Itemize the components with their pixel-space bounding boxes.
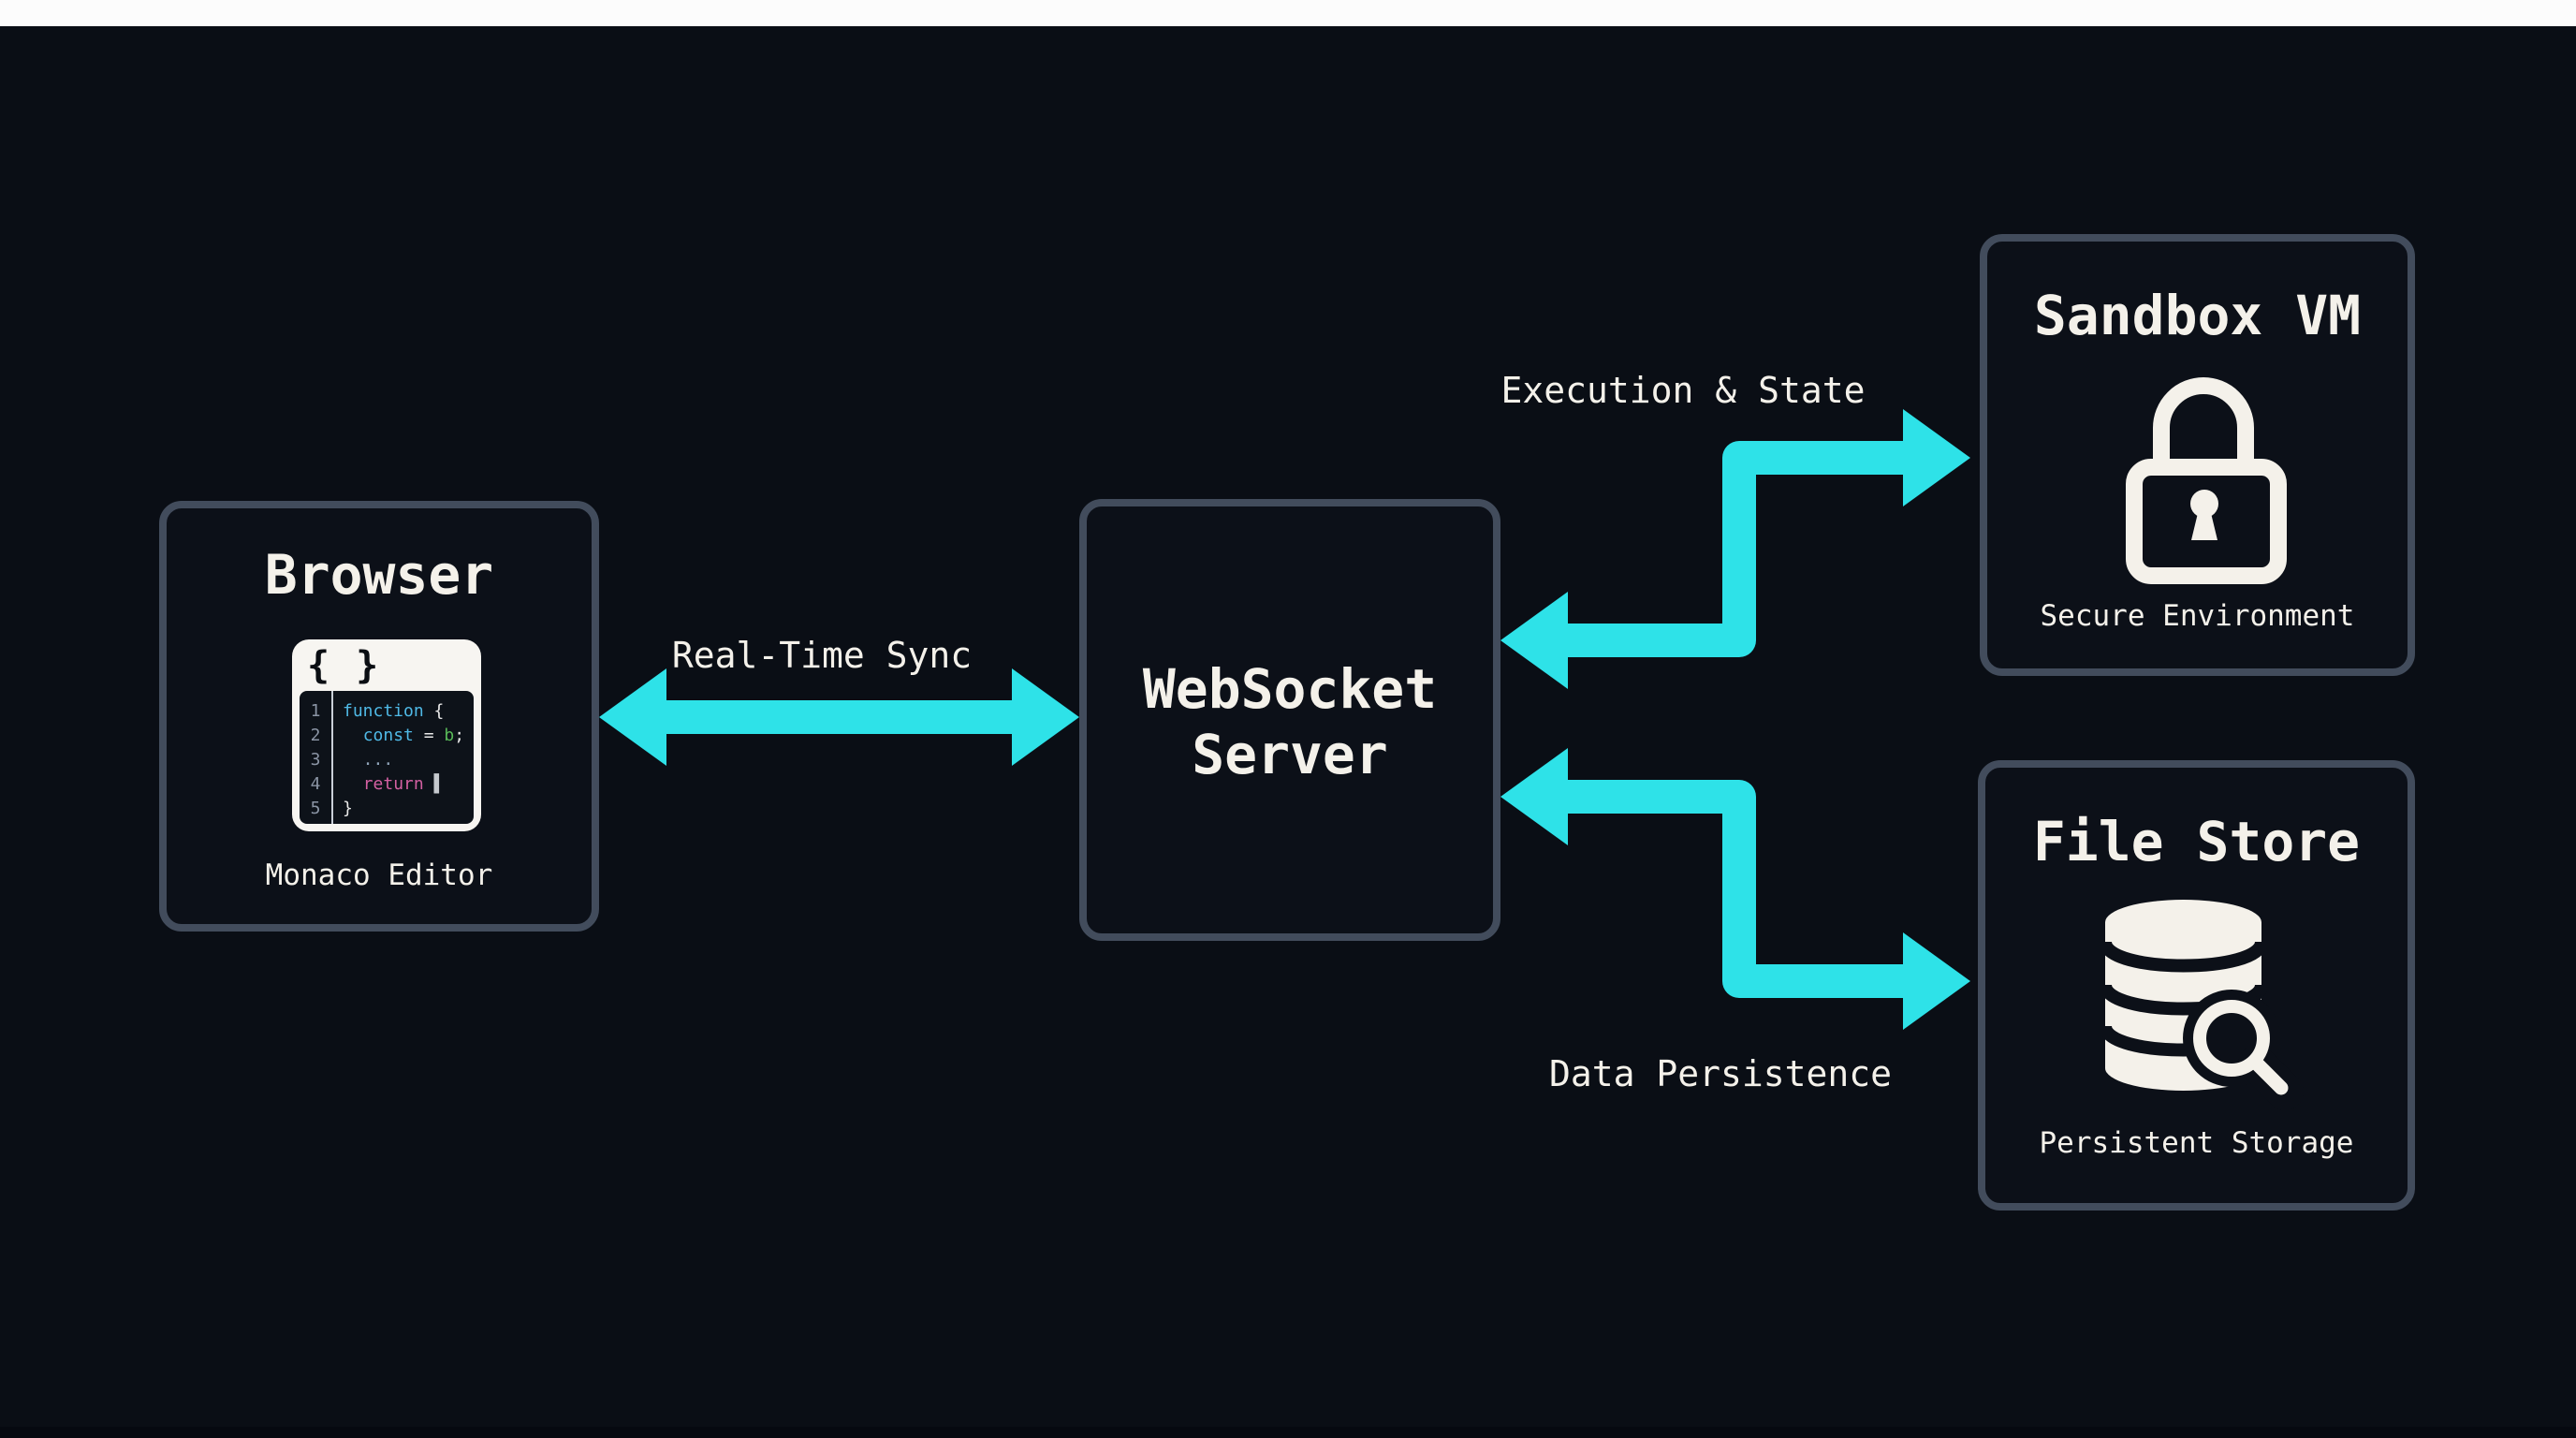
browser-title: Browser [264, 543, 494, 607]
realtime-sync-label: Real-Time Sync [671, 635, 973, 676]
lock-icon [2126, 377, 2287, 584]
data-persistence-label: Data Persistence [1548, 1053, 1893, 1094]
bottom-strip [0, 1427, 2576, 1438]
sandbox-title: Sandbox VM [2033, 284, 2362, 347]
filestore-sublabel: Persistent Storage [2039, 1126, 2354, 1160]
node-sandbox-vm: Sandbox VM Secure Environment [1980, 234, 2415, 676]
data-persistence-arrow [1500, 748, 1970, 1030]
sandbox-sublabel: Secure Environment [2040, 599, 2355, 633]
execution-state-arrow [1500, 409, 1970, 689]
browser-sublabel: Monaco Editor [265, 858, 493, 892]
editor-code-lines: function { const = b; ... return ▌} [343, 701, 465, 818]
realtime-sync-arrow [599, 668, 1079, 766]
braces-glyph: { } [307, 643, 381, 687]
filestore-title: File Store [2032, 810, 2361, 873]
node-file-store: File Store Persistent Storage [1978, 760, 2415, 1211]
top-bar [0, 0, 2576, 26]
editor-titlebar: { } [292, 639, 481, 691]
execution-state-label: Execution & State [1500, 370, 1866, 411]
database-search-icon [2101, 900, 2304, 1110]
